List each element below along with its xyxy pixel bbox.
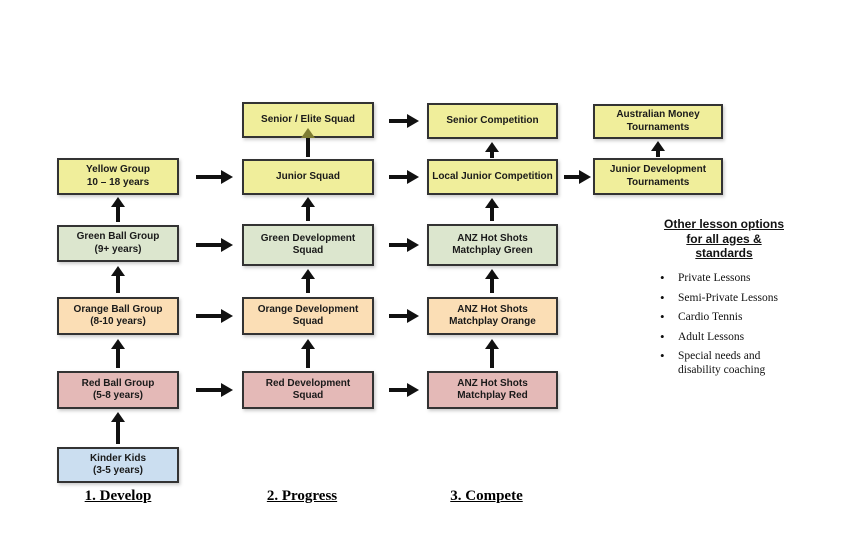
arrow-right-senior-elite-to-senior-competition-icon: [389, 114, 419, 128]
box-anz-hot-shots-matchplay-green: ANZ Hot Shots Matchplay Green: [427, 224, 558, 266]
arrow-up-orange-development-to-green-development-icon: [301, 269, 315, 293]
box-red-development-squad: Red Development Squad: [242, 371, 374, 409]
list-item-adult-lessons: Adult Lessons: [656, 330, 804, 345]
box-green-development-squad: Green Development Squad: [242, 224, 374, 266]
arrow-up-anz-green-to-local-junior-competition-icon: [485, 198, 499, 221]
stage-label-compete: 3. Compete: [450, 488, 523, 504]
list-item-cardio-tennis: Cardio Tennis: [656, 310, 804, 325]
stage-label-progress: 2. Progress: [266, 488, 338, 504]
box-junior-squad: Junior Squad: [242, 159, 374, 195]
arrow-up-junior-development-to-australian-money-icon: [651, 141, 665, 157]
arrow-right-green-development-squad-to-anz-matchplay-green-icon: [389, 238, 419, 252]
box-junior-development-tournaments: Junior Development Tournaments: [593, 158, 723, 195]
box-yellow-group: Yellow Group 10 – 18 years: [57, 158, 179, 195]
arrow-right-orange-ball-group-to-orange-development-squad-icon: [196, 309, 233, 323]
box-orange-development-squad: Orange Development Squad: [242, 297, 374, 335]
box-senior-competition: Senior Competition: [427, 103, 558, 139]
arrow-up-green-ball-to-yellow-group-icon: [111, 197, 125, 222]
box-local-junior-competition: Local Junior Competition: [427, 159, 558, 195]
stage-label-develop: 1. Develop: [84, 488, 152, 504]
arrow-right-yellow-group-to-junior-squad-icon: [196, 170, 233, 184]
box-red-ball-group: Red Ball Group (5-8 years): [57, 371, 179, 409]
arrow-right-red-development-squad-to-anz-matchplay-red-icon: [389, 383, 419, 397]
arrow-right-junior-squad-to-local-junior-competition-icon: [389, 170, 419, 184]
other-lesson-options-list: Private Lessons Semi-Private Lessons Car…: [656, 271, 804, 383]
arrow-right-orange-development-squad-to-anz-matchplay-orange-icon: [389, 309, 419, 323]
list-item-semi-private-lessons: Semi-Private Lessons: [656, 291, 804, 306]
list-item-special-needs-coaching: Special needs and disability coaching: [656, 349, 804, 377]
arrow-up-green-development-to-junior-squad-icon: [301, 197, 315, 221]
arrow-right-local-junior-competition-to-junior-development-tournaments-icon: [564, 170, 591, 184]
box-kinder-kids: Kinder Kids (3-5 years): [57, 447, 179, 483]
arrow-up-anz-orange-to-anz-green-icon: [485, 269, 499, 293]
arrow-up-anz-red-to-anz-orange-icon: [485, 339, 499, 368]
arrow-up-junior-squad-to-senior-elite-squad-icon: [301, 128, 315, 157]
box-australian-money-tournaments: Australian Money Tournaments: [593, 104, 723, 139]
box-green-ball-group: Green Ball Group (9+ years): [57, 225, 179, 262]
box-anz-hot-shots-matchplay-red: ANZ Hot Shots Matchplay Red: [427, 371, 558, 409]
box-orange-ball-group: Orange Ball Group (8-10 years): [57, 297, 179, 335]
arrow-up-red-ball-to-orange-ball-icon: [111, 339, 125, 368]
arrow-right-red-ball-group-to-red-development-squad-icon: [196, 383, 233, 397]
box-anz-hot-shots-matchplay-orange: ANZ Hot Shots Matchplay Orange: [427, 297, 558, 335]
arrow-up-local-junior-competition-to-senior-competition-icon: [485, 142, 499, 158]
other-lesson-options-heading: Other lesson options for all ages & stan…: [663, 217, 784, 260]
list-item-private-lessons: Private Lessons: [656, 271, 804, 286]
arrow-up-orange-ball-to-green-ball-icon: [111, 266, 125, 293]
arrow-right-green-ball-group-to-green-development-squad-icon: [196, 238, 233, 252]
arrow-up-red-development-to-orange-development-icon: [301, 339, 315, 368]
arrow-up-kinder-kids-to-red-ball-icon: [111, 412, 125, 444]
